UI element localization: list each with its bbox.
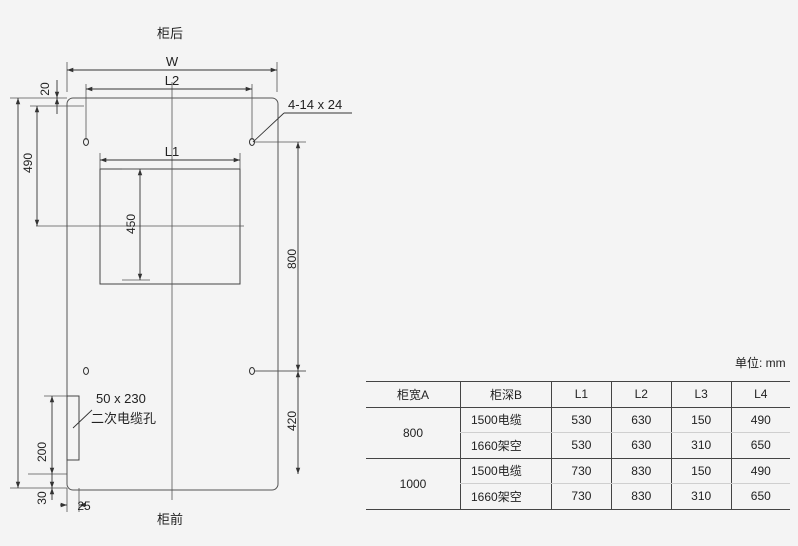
label-cable-hole-size: 50 x 230 bbox=[96, 391, 146, 406]
cell-l1: 730 bbox=[551, 458, 612, 484]
table-row: 1660架空 530 630 310 650 bbox=[366, 432, 790, 459]
cell-l2: 630 bbox=[610, 432, 672, 459]
cell-width: 1000 bbox=[366, 458, 461, 510]
cell-depth: 1500电缆 bbox=[460, 458, 552, 484]
cell-l2: 830 bbox=[610, 458, 672, 484]
cell-width: 800 bbox=[366, 407, 461, 459]
cell-l3: 150 bbox=[670, 458, 732, 484]
mounting-hole bbox=[83, 367, 89, 375]
table-row: 1000 1500电缆 730 830 150 490 bbox=[366, 458, 790, 510]
cell-l1: 530 bbox=[551, 407, 612, 433]
cell-l4: 490 bbox=[730, 407, 790, 433]
cell-depth: 1660架空 bbox=[460, 432, 552, 459]
cell-depth: 1500电缆 bbox=[460, 407, 552, 433]
cell-l2: 830 bbox=[610, 483, 672, 510]
extension-lines bbox=[10, 62, 306, 512]
table-row: 1660架空 730 830 310 650 bbox=[366, 483, 790, 510]
label-dim-w: W bbox=[166, 54, 179, 69]
table-row: 800 1500电缆 530 630 150 490 bbox=[366, 407, 790, 459]
leader-hole bbox=[252, 112, 285, 143]
cabinet-outline bbox=[66, 97, 279, 491]
cable-hole bbox=[66, 395, 80, 461]
label-dim-l2: L2 bbox=[165, 73, 179, 88]
header-l4: L4 bbox=[730, 381, 790, 408]
label-dim-30: 30 bbox=[35, 491, 49, 505]
cell-l3: 310 bbox=[670, 432, 732, 459]
label-dim-490: 490 bbox=[21, 153, 35, 173]
cell-l2: 630 bbox=[610, 407, 672, 433]
header-l1: L1 bbox=[551, 381, 612, 408]
header-width: 柜宽A bbox=[366, 381, 461, 408]
header-depth: 柜深B bbox=[460, 381, 552, 408]
label-dim-l1: L1 bbox=[165, 144, 179, 159]
header-l3: L3 bbox=[670, 381, 732, 408]
cell-l4: 490 bbox=[730, 458, 790, 484]
leader-cable bbox=[72, 409, 93, 429]
mounting-hole bbox=[249, 367, 255, 375]
cell-l3: 310 bbox=[670, 483, 732, 510]
cell-l4: 650 bbox=[730, 483, 790, 510]
label-dim-420: 420 bbox=[285, 411, 299, 431]
label-dim-20: 20 bbox=[38, 82, 52, 96]
label-dim-800: 800 bbox=[285, 249, 299, 269]
label-hole-spec: 4-14 x 24 bbox=[288, 97, 342, 112]
table-header-row: 柜宽A 柜深B L1 L2 L3 L4 bbox=[366, 381, 790, 408]
label-back: 柜后 bbox=[157, 26, 183, 41]
label-front: 柜前 bbox=[157, 512, 183, 527]
dimension-lines bbox=[15, 67, 352, 508]
unit-label: 单位: mm bbox=[735, 356, 786, 370]
cell-l3: 150 bbox=[670, 407, 732, 433]
cell-l4: 650 bbox=[730, 432, 790, 459]
header-l2: L2 bbox=[610, 381, 672, 408]
cell-l1: 530 bbox=[551, 432, 612, 459]
label-dim-25: 25 bbox=[77, 499, 91, 513]
mounting-holes bbox=[83, 138, 255, 375]
drawing-labels: 柜后 柜前 W L2 L1 4-14 x 24 20 490 450 800 4… bbox=[21, 26, 342, 527]
cell-l1: 730 bbox=[551, 483, 612, 510]
label-cable-hole: 二次电缆孔 bbox=[91, 411, 156, 426]
label-dim-200: 200 bbox=[35, 442, 49, 462]
label-dim-450: 450 bbox=[124, 214, 138, 234]
inner-opening bbox=[99, 168, 241, 285]
cell-depth: 1660架空 bbox=[460, 483, 552, 510]
dimension-table: 柜宽A 柜深B L1 L2 L3 L4 800 1500电缆 530 630 1… bbox=[366, 381, 790, 510]
